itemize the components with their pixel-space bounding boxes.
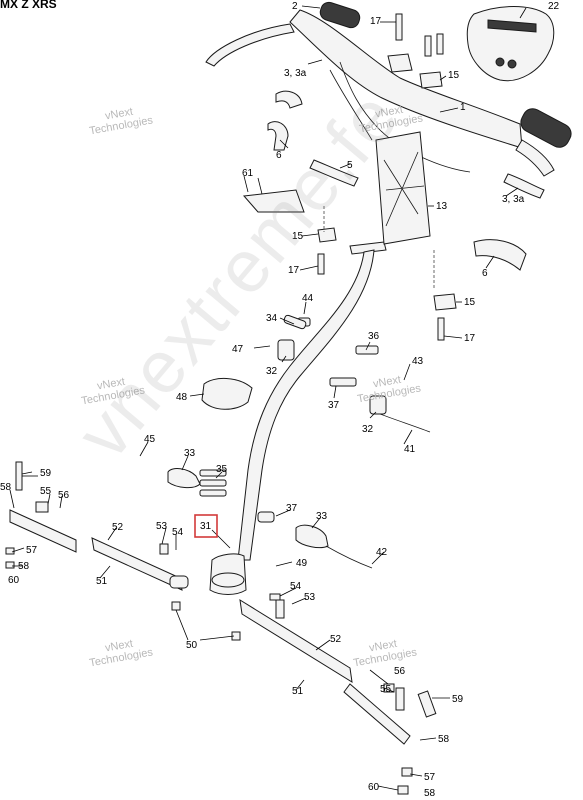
callout-17c: 17 — [464, 333, 476, 344]
callout-49: 49 — [296, 558, 308, 569]
callout-37a: 37 — [328, 400, 340, 411]
callout-labels: 2 17 22 3, 3a 15 1 6 5 61 3, 3a 13 15 17… — [0, 1, 560, 799]
callout-6b: 6 — [482, 268, 488, 279]
callout-6a: 6 — [276, 150, 282, 161]
callout-3-3a-a: 3, 3a — [284, 68, 307, 79]
callout-32a: 32 — [266, 366, 278, 377]
leader-lines — [9, 5, 527, 791]
callout-32b: 32 — [362, 424, 374, 435]
callout-44: 44 — [302, 293, 314, 304]
bolts — [317, 13, 445, 341]
callout-47: 47 — [232, 344, 244, 355]
handlebar-pad-part — [466, 6, 555, 82]
callout-5: 5 — [347, 160, 353, 171]
callout-50: 50 — [186, 640, 198, 651]
callout-3-3a-b: 3, 3a — [502, 194, 525, 205]
callout-45: 45 — [144, 434, 156, 445]
callout-61: 61 — [242, 168, 254, 179]
callout-57a: 57 — [26, 545, 38, 556]
callout-33b: 33 — [316, 511, 328, 522]
callout-2: 2 — [292, 1, 298, 12]
callout-59a: 59 — [40, 468, 52, 479]
handlebar-part — [205, 1, 572, 173]
highlight-box-31 — [194, 514, 218, 538]
callout-59b: 59 — [452, 694, 464, 705]
callout-53b: 53 — [304, 592, 316, 603]
callout-15a: 15 — [448, 70, 460, 81]
callout-43: 43 — [412, 356, 424, 367]
callout-37b: 37 — [286, 503, 298, 514]
riser-clamps — [317, 53, 457, 311]
callout-58d: 58 — [424, 788, 436, 799]
callout-17a: 17 — [370, 16, 382, 27]
callout-55a: 55 — [40, 486, 52, 497]
callout-54b: 54 — [290, 581, 302, 592]
callout-58a: 58 — [0, 482, 12, 493]
callout-52a: 52 — [112, 522, 124, 533]
tie-rods — [9, 509, 411, 745]
callout-52b: 52 — [330, 634, 342, 645]
callout-56b: 56 — [394, 666, 406, 677]
callout-54a: 54 — [172, 527, 184, 538]
callout-60a: 60 — [8, 575, 20, 586]
callout-1: 1 — [460, 102, 466, 113]
callout-33a: 33 — [184, 448, 196, 459]
callout-34: 34 — [266, 313, 278, 324]
callout-13: 13 — [436, 201, 448, 212]
callout-42: 42 — [376, 547, 388, 558]
callout-58c: 58 — [438, 734, 450, 745]
callout-35: 35 — [216, 464, 228, 475]
callout-17b: 17 — [288, 265, 300, 276]
callout-36: 36 — [368, 331, 380, 342]
small-hardware — [5, 90, 555, 795]
callout-53a: 53 — [156, 521, 168, 532]
steering-column-part — [209, 241, 387, 595]
callout-48: 48 — [176, 392, 188, 403]
steering-support-part — [323, 131, 435, 290]
model-title: MX Z XRS — [0, 0, 57, 11]
callout-22: 22 — [548, 1, 560, 12]
callout-58b: 58 — [18, 561, 30, 572]
callout-55b: 55 — [380, 684, 392, 695]
callout-56a: 56 — [58, 490, 70, 501]
callout-15c: 15 — [464, 297, 476, 308]
callout-57b: 57 — [424, 772, 436, 783]
callout-41: 41 — [404, 444, 416, 455]
callout-60b: 60 — [368, 782, 380, 793]
callout-31-highlighted: 31 — [200, 521, 212, 532]
callout-15b: 15 — [292, 231, 304, 242]
callout-51b: 51 — [292, 686, 304, 697]
callout-51a: 51 — [96, 576, 108, 587]
